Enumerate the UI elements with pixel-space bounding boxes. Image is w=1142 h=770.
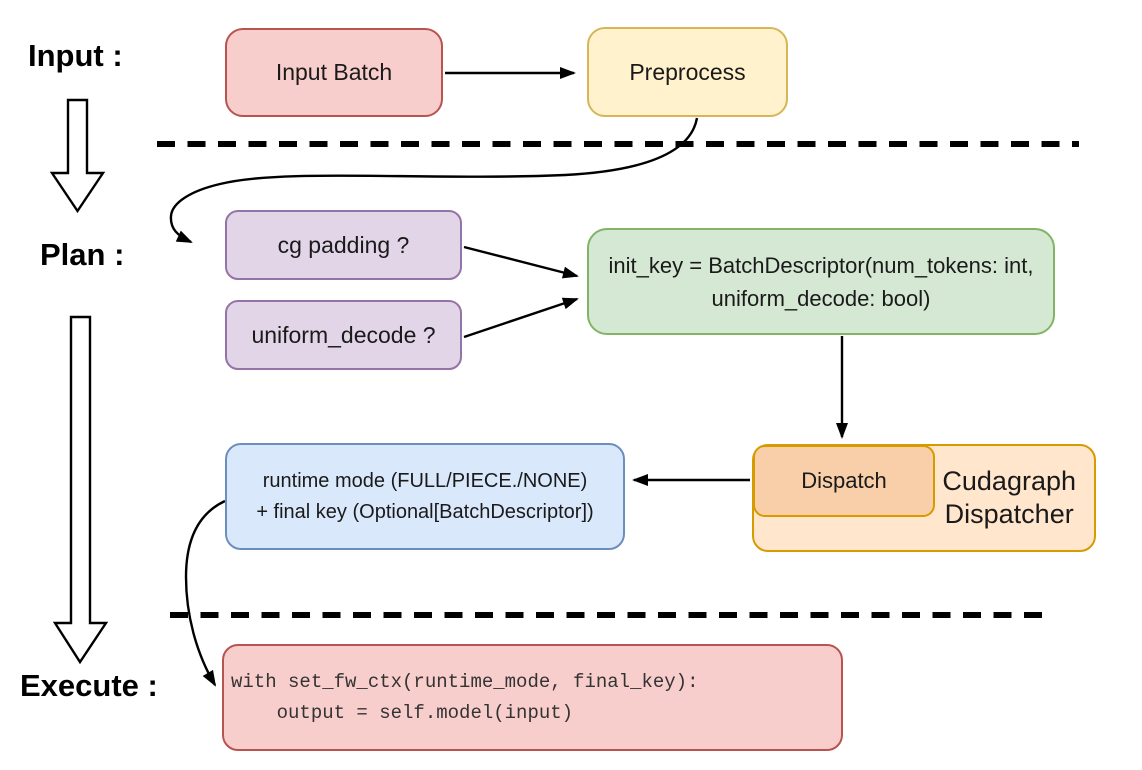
node-cg-padding: cg padding ? [225,210,462,280]
node-dispatch: Dispatch [753,445,935,517]
stage-label-input: Input : [28,38,123,73]
node-init-key: init_key = BatchDescriptor(num_tokens: i… [587,228,1055,335]
node-execute-code: with set_fw_ctx(runtime_mode, final_key)… [222,644,843,751]
arrow-cg-padding-to-init-key [463,245,579,279]
node-uniform-decode: uniform_decode ? [225,300,462,370]
stage-arrow-input-to-plan [49,98,106,214]
node-preprocess: Preprocess [587,27,788,117]
arrow-uniform-decode-to-init-key [463,297,579,339]
stage-label-execute: Execute : [20,668,158,703]
node-input-batch: Input Batch [225,28,443,117]
node-runtime-mode: runtime mode (FULL/PIECE./NONE) + final … [225,443,625,550]
arrow-runtime-mode-to-execute-code [184,499,226,687]
stage-label-plan: Plan : [40,237,125,272]
stage-arrow-plan-to-execute [52,315,109,665]
